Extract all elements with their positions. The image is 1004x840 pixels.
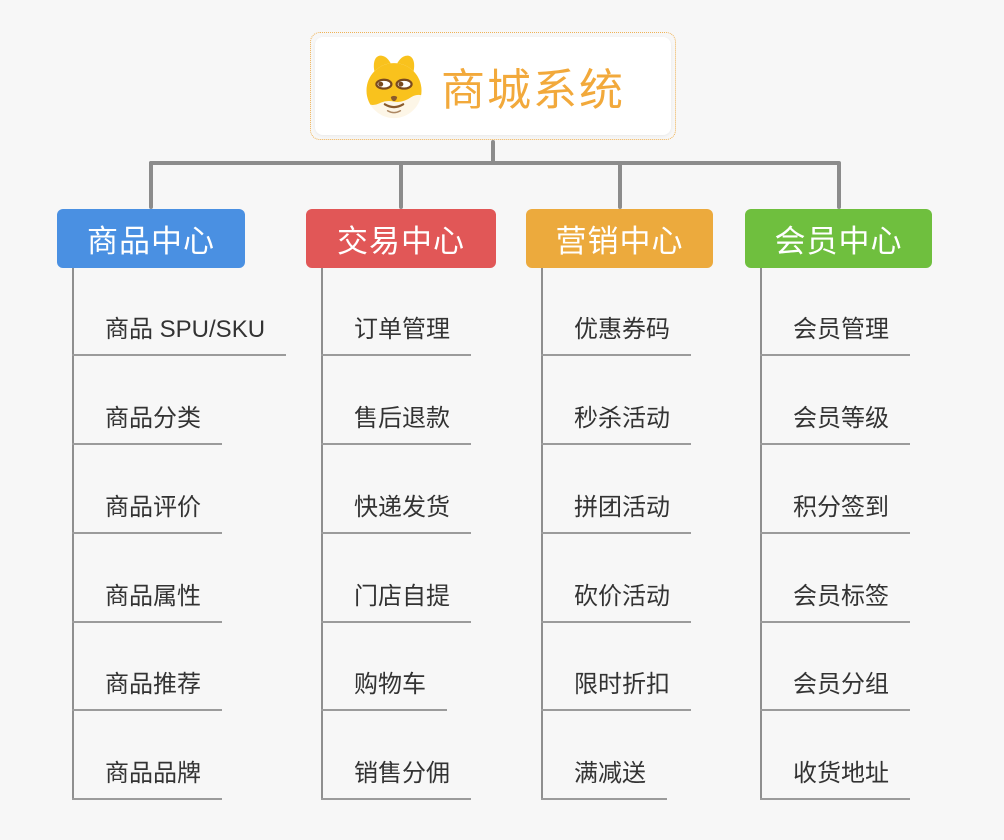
leaf-node[interactable]: 快递发货 bbox=[321, 494, 471, 534]
leaf-node[interactable]: 会员分组 bbox=[760, 671, 910, 711]
leaf-node[interactable]: 商品评价 bbox=[72, 494, 222, 534]
leaf-node[interactable]: 商品推荐 bbox=[72, 671, 222, 711]
leaf-node[interactable]: 商品分类 bbox=[72, 405, 222, 445]
branch-header-1[interactable]: 商品中心 bbox=[57, 209, 245, 268]
connector-root-stub bbox=[491, 140, 495, 163]
leaf-node[interactable]: 商品品牌 bbox=[72, 760, 222, 800]
leaf-node[interactable]: 门店自提 bbox=[321, 583, 471, 623]
leaf-node[interactable]: 限时折扣 bbox=[541, 671, 691, 711]
leaf-node[interactable]: 拼团活动 bbox=[541, 494, 691, 534]
leaf-node[interactable]: 售后退款 bbox=[321, 405, 471, 445]
root-title: 商城系统 bbox=[441, 66, 625, 115]
leaf-node[interactable]: 满减送 bbox=[541, 760, 667, 800]
branch-header-4[interactable]: 会员中心 bbox=[745, 209, 932, 268]
leaf-node[interactable]: 优惠券码 bbox=[541, 316, 691, 356]
root-node-body: 商城系统 bbox=[315, 37, 671, 135]
branch-vertical-line bbox=[72, 268, 74, 800]
connector-drop-line bbox=[837, 161, 841, 209]
branch-vertical-line bbox=[321, 268, 323, 800]
leaf-node[interactable]: 订单管理 bbox=[321, 316, 471, 356]
dog-face-icon bbox=[366, 55, 422, 119]
leaf-node[interactable]: 商品属性 bbox=[72, 583, 222, 623]
leaf-node[interactable]: 会员管理 bbox=[760, 316, 910, 356]
connector-horizontal-line bbox=[149, 161, 840, 165]
connector-drop-line bbox=[618, 161, 622, 209]
leaf-node[interactable]: 积分签到 bbox=[760, 494, 910, 534]
leaf-node[interactable]: 会员等级 bbox=[760, 405, 910, 445]
branch-vertical-line bbox=[541, 268, 543, 800]
connector-drop-line bbox=[399, 161, 403, 209]
branch-header-2[interactable]: 交易中心 bbox=[306, 209, 496, 268]
leaf-node[interactable]: 销售分佣 bbox=[321, 760, 471, 800]
connector-drop-line bbox=[149, 161, 153, 209]
branch-header-3[interactable]: 营销中心 bbox=[526, 209, 713, 268]
leaf-node[interactable]: 砍价活动 bbox=[541, 583, 691, 623]
leaf-node[interactable]: 收货地址 bbox=[760, 760, 910, 800]
leaf-node[interactable]: 购物车 bbox=[321, 671, 447, 711]
branch-vertical-line bbox=[760, 268, 762, 800]
root-node[interactable]: 商城系统 bbox=[310, 32, 676, 140]
leaf-node[interactable]: 秒杀活动 bbox=[541, 405, 691, 445]
leaf-node[interactable]: 会员标签 bbox=[760, 583, 910, 623]
leaf-node[interactable]: 商品 SPU/SKU bbox=[72, 316, 287, 356]
